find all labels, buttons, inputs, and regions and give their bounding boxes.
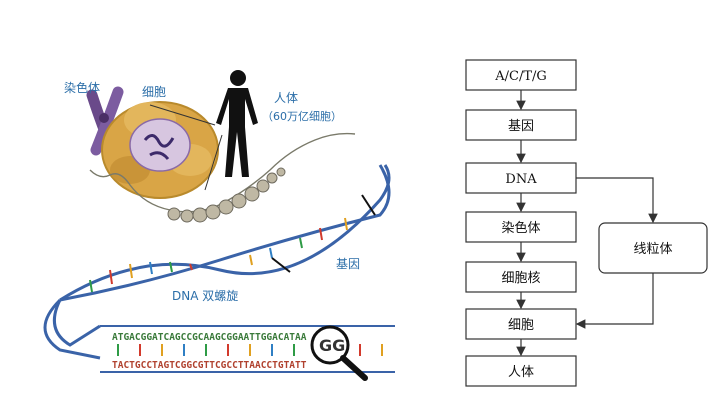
node-gene: 基因 bbox=[465, 109, 577, 141]
svg-text:A/C/T/G: A/C/T/G bbox=[494, 69, 547, 84]
flowchart: A/C/T/G 基因 DNA 染色体 细胞核 细胞 人体 线粒体 bbox=[465, 59, 708, 387]
label-cell: 细胞 bbox=[142, 85, 166, 99]
node-chromosome: 染色体 bbox=[465, 211, 577, 243]
label-gene: 基因 bbox=[336, 257, 360, 271]
arrow-dna-mitochondria bbox=[576, 177, 658, 224]
dna-helix-icon bbox=[59, 164, 391, 302]
svg-text:线粒体: 线粒体 bbox=[633, 242, 672, 257]
label-human-cells: （60万亿细胞） bbox=[262, 110, 342, 123]
svg-text:染色体: 染色体 bbox=[501, 220, 540, 236]
node-acgt: A/C/T/G bbox=[465, 59, 577, 91]
connector-line bbox=[204, 134, 223, 191]
human-silhouette-icon bbox=[216, 70, 258, 177]
dna-hierarchy-illustration: ATGACGGATCAGCCGCAAGCGGAATTGGACATAA TACTG… bbox=[43, 70, 395, 381]
svg-text:细胞核: 细胞核 bbox=[501, 271, 540, 286]
node-mitochondria: 线粒体 bbox=[598, 222, 708, 274]
nucleosome-beads bbox=[167, 167, 286, 223]
svg-text:人体: 人体 bbox=[508, 365, 534, 380]
svg-text:DNA: DNA bbox=[505, 172, 537, 187]
sequence-top: ATGACGGATCAGCCGCAAGCGGAATTGGACATAA bbox=[112, 332, 307, 343]
node-human: 人体 bbox=[465, 355, 577, 387]
dna-loop bbox=[43, 298, 101, 360]
magnifier-icon: GG bbox=[310, 325, 368, 381]
svg-text:基因: 基因 bbox=[508, 119, 534, 134]
label-chromosome: 染色体 bbox=[64, 80, 100, 95]
cell-icon bbox=[101, 101, 219, 199]
node-cell: 细胞 bbox=[465, 308, 577, 340]
arrow-mitochondria-cell bbox=[575, 273, 654, 329]
node-dna: DNA bbox=[465, 162, 577, 194]
svg-text:细胞: 细胞 bbox=[508, 318, 534, 333]
magnified-letters: GG bbox=[319, 336, 345, 355]
label-human: 人体 bbox=[274, 91, 298, 105]
sequence-bottom: TACTGCCTAGTCGGCGTTCGCCTTAACCTGTATT bbox=[112, 360, 307, 371]
connector-line bbox=[149, 104, 216, 126]
node-nucleus: 细胞核 bbox=[465, 261, 577, 293]
label-dna-helix: DNA 双螺旋 bbox=[172, 289, 238, 303]
base-pair-rungs bbox=[117, 344, 383, 356]
dna-loop bbox=[52, 299, 101, 347]
